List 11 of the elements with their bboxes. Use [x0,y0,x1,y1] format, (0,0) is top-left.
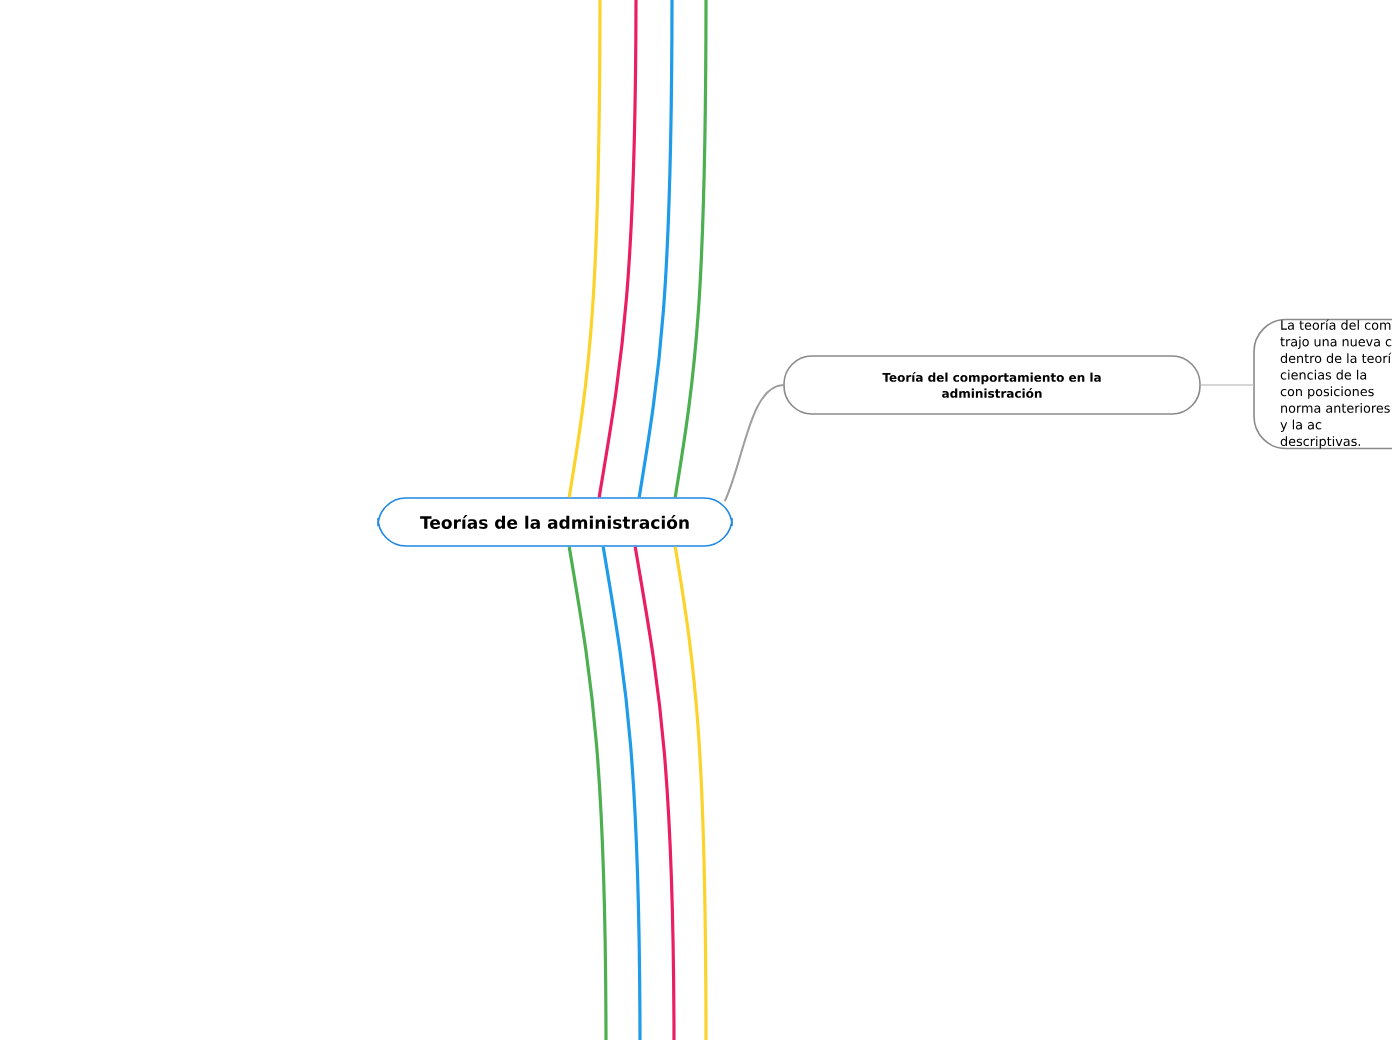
branch-line [601,546,642,1040]
connector-line [1199,384,1255,386]
topic-box: Teorías de la administración [377,497,733,547]
branch-line [567,546,608,1040]
branch-line [633,546,676,1040]
branch-line [567,0,602,498]
branch-line [597,0,638,498]
branch-line [673,0,708,498]
branch-line [637,0,674,498]
connector-line [723,384,785,503]
branch-line [673,546,708,1040]
